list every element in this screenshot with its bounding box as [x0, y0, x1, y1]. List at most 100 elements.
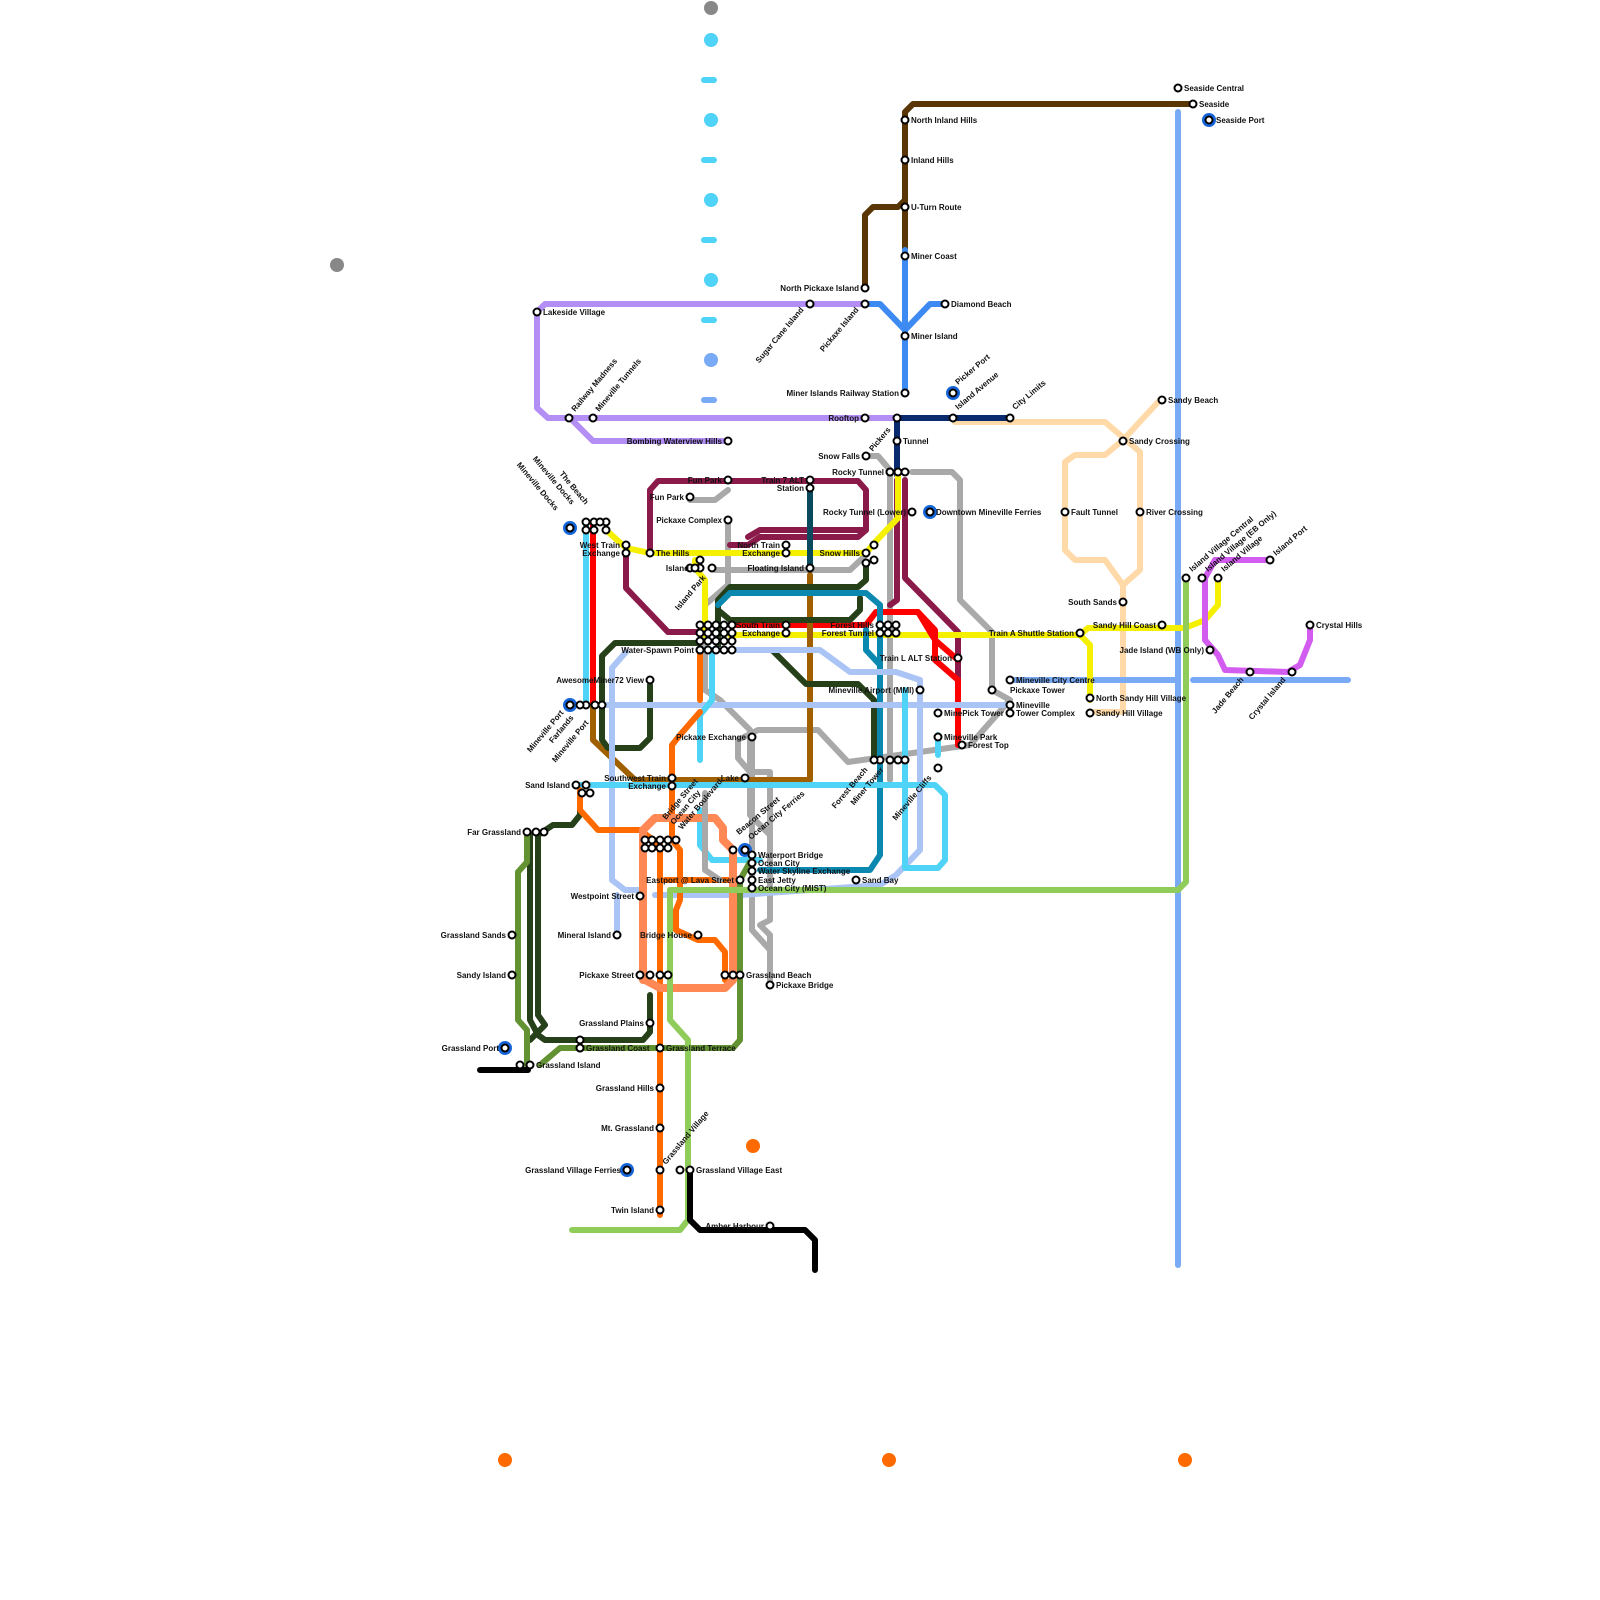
station[interactable]: Mineville Tunnels: [588, 356, 644, 423]
station[interactable]: Sugar Cane Island: [754, 299, 815, 365]
station[interactable]: Twin Island: [611, 1205, 665, 1215]
station[interactable]: Water Skyline Exchange: [747, 866, 851, 876]
station[interactable]: Mineville Park: [933, 732, 998, 742]
station[interactable]: North Pickaxe Island: [780, 283, 870, 293]
station[interactable]: Lakeside Village: [532, 307, 606, 317]
station[interactable]: Eastport @ Lava Street: [646, 875, 745, 885]
route-brown-north: [862, 197, 908, 291]
station[interactable]: Bridge House: [640, 930, 703, 940]
station[interactable]: West Train: [580, 540, 631, 550]
station[interactable]: Grassland Sands: [441, 930, 517, 940]
station[interactable]: East Jetty: [747, 875, 797, 885]
station[interactable]: Fun Park: [688, 475, 733, 485]
station[interactable]: North Train: [737, 540, 791, 550]
station[interactable]: Pickaxe Street: [579, 970, 645, 980]
station[interactable]: South Sands: [1068, 597, 1128, 607]
station[interactable]: Snow Hills: [820, 548, 871, 558]
station[interactable]: Pickaxe Island: [818, 299, 870, 354]
station[interactable]: Sandy Hill Village: [1085, 708, 1164, 718]
station[interactable]: Water-Spawn Point: [621, 645, 705, 655]
station[interactable]: Crystal Island: [1247, 667, 1297, 722]
station[interactable]: Grassland Coast: [575, 1043, 650, 1053]
station[interactable]: Fun Park: [650, 492, 695, 502]
station[interactable]: Tunnel: [892, 436, 929, 446]
station[interactable]: Grassland Beach: [735, 970, 812, 980]
station[interactable]: Sandy Hill Coast: [1093, 620, 1167, 630]
station[interactable]: Westpoint Street: [571, 891, 645, 901]
station[interactable]: Miner Island: [900, 331, 958, 341]
station[interactable]: Island: [666, 563, 700, 573]
station[interactable]: Grassland Hills: [596, 1083, 665, 1093]
station[interactable]: Sandy Crossing: [1118, 436, 1191, 446]
station[interactable]: MinePick Tower: [933, 708, 1004, 718]
station[interactable]: Seaside Port: [1202, 113, 1265, 127]
station[interactable]: Bombing Waterview Hills: [627, 436, 733, 446]
station[interactable]: AwesomeMiner72 View: [556, 675, 655, 685]
station[interactable]: The Hills: [645, 548, 690, 558]
station[interactable]: Mineville City Centre: [1005, 675, 1096, 685]
station[interactable]: Pickaxe Exchange: [676, 732, 757, 742]
station[interactable]: Tower Complex: [1005, 708, 1076, 718]
station[interactable]: Mt. Grassland: [601, 1123, 665, 1133]
station[interactable]: Mineville Cliffs: [891, 763, 943, 823]
station-label: Sugar Cane Island: [754, 305, 806, 364]
station[interactable]: Rocky Tunnel (Lower): [823, 507, 917, 517]
station[interactable]: Amber Harbour: [705, 1221, 775, 1231]
station[interactable]: Forest Tunnel: [822, 628, 885, 638]
station[interactable]: Grassland Terrace: [655, 1043, 737, 1053]
station[interactable]: River Crossing: [1135, 507, 1204, 517]
station[interactable]: Exchange: [628, 781, 677, 791]
station[interactable]: Exchange: [742, 628, 791, 638]
station-label: City Limits: [1011, 378, 1049, 412]
station[interactable]: Far Grassland: [467, 827, 532, 837]
station[interactable]: Grassland Village Ferries: [525, 1163, 634, 1177]
station[interactable]: Jade Beach: [1210, 667, 1255, 716]
station[interactable]: Forest Top: [957, 740, 1009, 750]
station[interactable]: Island Port: [1265, 524, 1310, 565]
station[interactable]: Pickaxe Tower: [987, 685, 1066, 695]
station[interactable]: Ocean City (MIST): [747, 883, 827, 893]
station[interactable]: Island Village (EB Only): [1197, 509, 1279, 583]
interchange-dot: [883, 628, 893, 638]
station[interactable]: Snow Falls: [818, 451, 871, 461]
station-marker: [723, 475, 733, 485]
station[interactable]: Grassland Village: [655, 1109, 711, 1175]
station[interactable]: Inland Hills: [900, 155, 955, 165]
station[interactable]: Rocky Tunnel: [832, 467, 895, 477]
station[interactable]: Miner Coast: [900, 251, 958, 261]
station[interactable]: Grassland Port: [442, 1041, 512, 1055]
station[interactable]: Lake: [721, 773, 750, 783]
station[interactable]: Pickaxe Bridge: [765, 980, 834, 990]
station[interactable]: Exchange: [582, 548, 631, 558]
station[interactable]: Grassland Island: [525, 1060, 601, 1070]
station[interactable]: Grassland Village East: [685, 1165, 783, 1175]
station[interactable]: Sand Bay: [851, 875, 900, 885]
station[interactable]: Rooftop: [828, 413, 870, 423]
station[interactable]: Mineville Airport (MMI): [829, 685, 925, 695]
station[interactable]: North Inland Hills: [900, 115, 978, 125]
station[interactable]: Train L ALT Station: [880, 653, 963, 663]
station[interactable]: Seaside Central: [1173, 83, 1245, 93]
station[interactable]: Pickaxe Complex: [656, 515, 733, 525]
station[interactable]: Miner Islands Railway Station: [787, 388, 910, 398]
station-label: Mineville Airport (MMI): [829, 686, 915, 695]
station[interactable]: Mineral Island: [558, 930, 622, 940]
station[interactable]: Floating Island: [748, 563, 815, 573]
station[interactable]: Fault Tunnel: [1060, 507, 1118, 517]
station[interactable]: City Limits: [1005, 378, 1049, 423]
station[interactable]: Seaside: [1188, 99, 1230, 109]
station[interactable]: U-Turn Route: [900, 202, 963, 212]
station[interactable]: Downtown Mineville Ferries: [923, 505, 1042, 519]
station[interactable]: Sandy Beach: [1157, 395, 1219, 405]
station[interactable]: North Sandy Hill Village: [1085, 693, 1187, 703]
station[interactable]: Grassland Plains: [579, 1018, 655, 1028]
station[interactable]: Sand Island: [525, 780, 581, 790]
station[interactable]: Station: [777, 483, 815, 493]
station[interactable]: Sandy Island: [457, 970, 517, 980]
station[interactable]: South Train: [736, 620, 791, 630]
station[interactable]: Exchange: [742, 548, 791, 558]
station[interactable]: Train A Shuttle Station: [989, 628, 1085, 638]
station[interactable]: Jade Island (WB Only): [1120, 645, 1215, 655]
station[interactable]: Diamond Beach: [940, 299, 1012, 309]
station[interactable]: Crystal Hills: [1305, 620, 1363, 630]
